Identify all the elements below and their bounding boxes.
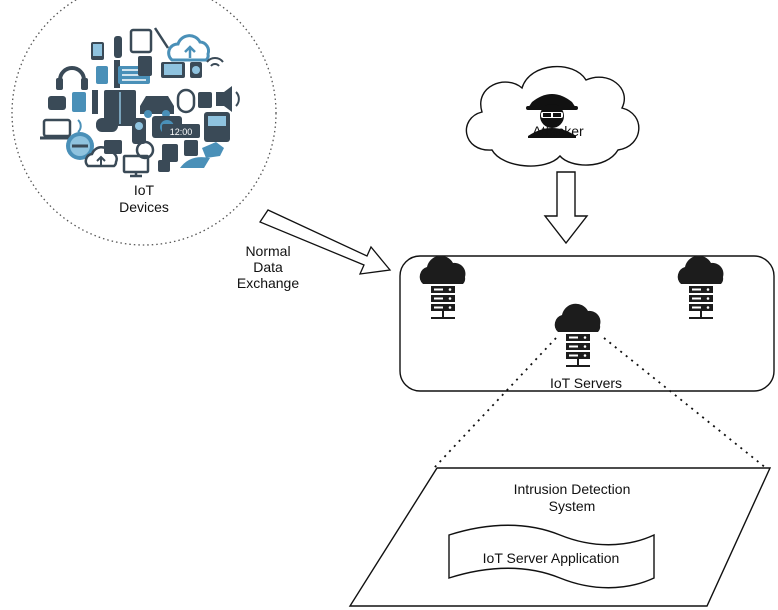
- iot-devices-icon: 12:00: [40, 27, 240, 178]
- iot-devices-group: 12:00 IoT Devices: [11, 0, 277, 246]
- iot-devices-label-line1: IoT: [134, 182, 155, 198]
- server-application-label: IoT Server Application: [483, 550, 620, 566]
- svg-text:12:00: 12:00: [170, 127, 193, 137]
- hacker-icon: [526, 94, 578, 138]
- normal-data-exchange-line1: Normal: [245, 243, 290, 259]
- attack-arrow: [543, 171, 589, 245]
- server-application-document: [448, 524, 655, 589]
- iot-devices-boundary: [11, 0, 277, 246]
- normal-data-exchange-line3: Exchange: [237, 275, 299, 291]
- zoom-line-left: [433, 337, 557, 469]
- iot-devices-label-line2: Devices: [119, 199, 169, 215]
- ids-label-line1: Intrusion Detection: [514, 481, 631, 497]
- attacker-label: Attacker: [532, 123, 584, 139]
- normal-data-exchange-line2: Data: [253, 259, 283, 275]
- attacker-group: Attacker: [465, 65, 640, 167]
- ids-group: Intrusion Detection System IoT Server Ap…: [348, 467, 772, 607]
- iot-servers-group: IoT Servers: [399, 254, 775, 392]
- iot-servers-label: IoT Servers: [550, 375, 622, 391]
- normal-data-exchange-arrow: [259, 209, 392, 275]
- ids-label-line2: System: [549, 498, 596, 514]
